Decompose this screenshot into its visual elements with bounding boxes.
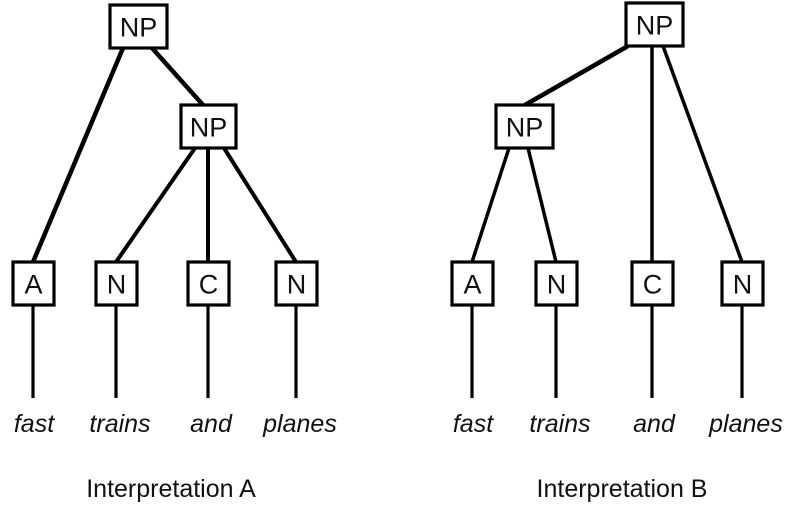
tree-branch-a-np-root-to-a-np-inner — [150, 46, 205, 107]
node-label-a-pos-n2: N — [287, 270, 307, 300]
node-box-a-pos-n1[interactable] — [94, 260, 139, 307]
node-box-a-pos-n2[interactable] — [274, 260, 319, 307]
caption-interpretation-a: Interpretation A — [86, 475, 256, 503]
node-box-a-pos-a[interactable] — [11, 260, 56, 307]
node-box-b-pos-c[interactable] — [630, 260, 675, 307]
node-box-b-pos-n2[interactable] — [720, 260, 765, 307]
leaf-word-b-leaf-planes: planes — [708, 410, 783, 438]
tree-branch-a-np-inner-to-a-pos-n1 — [114, 146, 197, 264]
tree-branch-b-np-inner-to-b-pos-a — [470, 147, 511, 263]
leaf-word-b-leaf-trains: trains — [529, 410, 590, 438]
tree-branch-b-np-inner-to-b-pos-n1 — [526, 147, 558, 263]
node-label-b-pos-n1: N — [547, 270, 567, 300]
node-label-a-pos-n1: N — [107, 270, 127, 300]
node-box-b-pos-a[interactable] — [450, 260, 495, 307]
node-label-a-np-inner: NP — [190, 113, 228, 143]
node-box-a-np-root[interactable] — [108, 3, 169, 50]
leaf-word-b-leaf-fast: fast — [453, 410, 494, 438]
leaf-word-a-leaf-planes: planes — [262, 410, 337, 438]
tree-branch-a-np-root-to-a-pos-a — [30, 47, 126, 263]
tree-branch-b-np-root-to-b-pos-n2 — [661, 45, 744, 263]
node-box-a-pos-c[interactable] — [186, 260, 231, 307]
leaf-word-a-leaf-trains: trains — [89, 410, 150, 438]
caption-interpretation-b: Interpretation B — [537, 475, 708, 503]
node-label-a-pos-c: C — [199, 270, 219, 300]
tree-branch-b-np-root-to-b-np-inner — [523, 44, 630, 107]
node-label-b-pos-n2: N — [733, 270, 753, 300]
node-label-b-np-root: NP — [636, 11, 674, 41]
leaf-word-a-leaf-and: and — [190, 410, 233, 438]
node-box-a-np-inner[interactable] — [179, 103, 238, 150]
node-box-b-pos-n1[interactable] — [534, 260, 579, 307]
node-box-b-np-inner[interactable] — [494, 103, 555, 150]
node-box-b-np-root[interactable] — [624, 1, 685, 48]
node-label-b-np-inner: NP — [506, 113, 544, 143]
node-label-b-pos-c: C — [643, 270, 663, 300]
tree-branch-a-np-inner-to-a-pos-n2 — [222, 146, 298, 264]
node-label-b-pos-a: A — [463, 270, 481, 300]
node-label-a-np-root: NP — [120, 13, 158, 43]
leaf-word-a-leaf-fast: fast — [14, 410, 55, 438]
leaf-word-b-leaf-and: and — [633, 410, 676, 438]
node-label-a-pos-a: A — [24, 270, 42, 300]
